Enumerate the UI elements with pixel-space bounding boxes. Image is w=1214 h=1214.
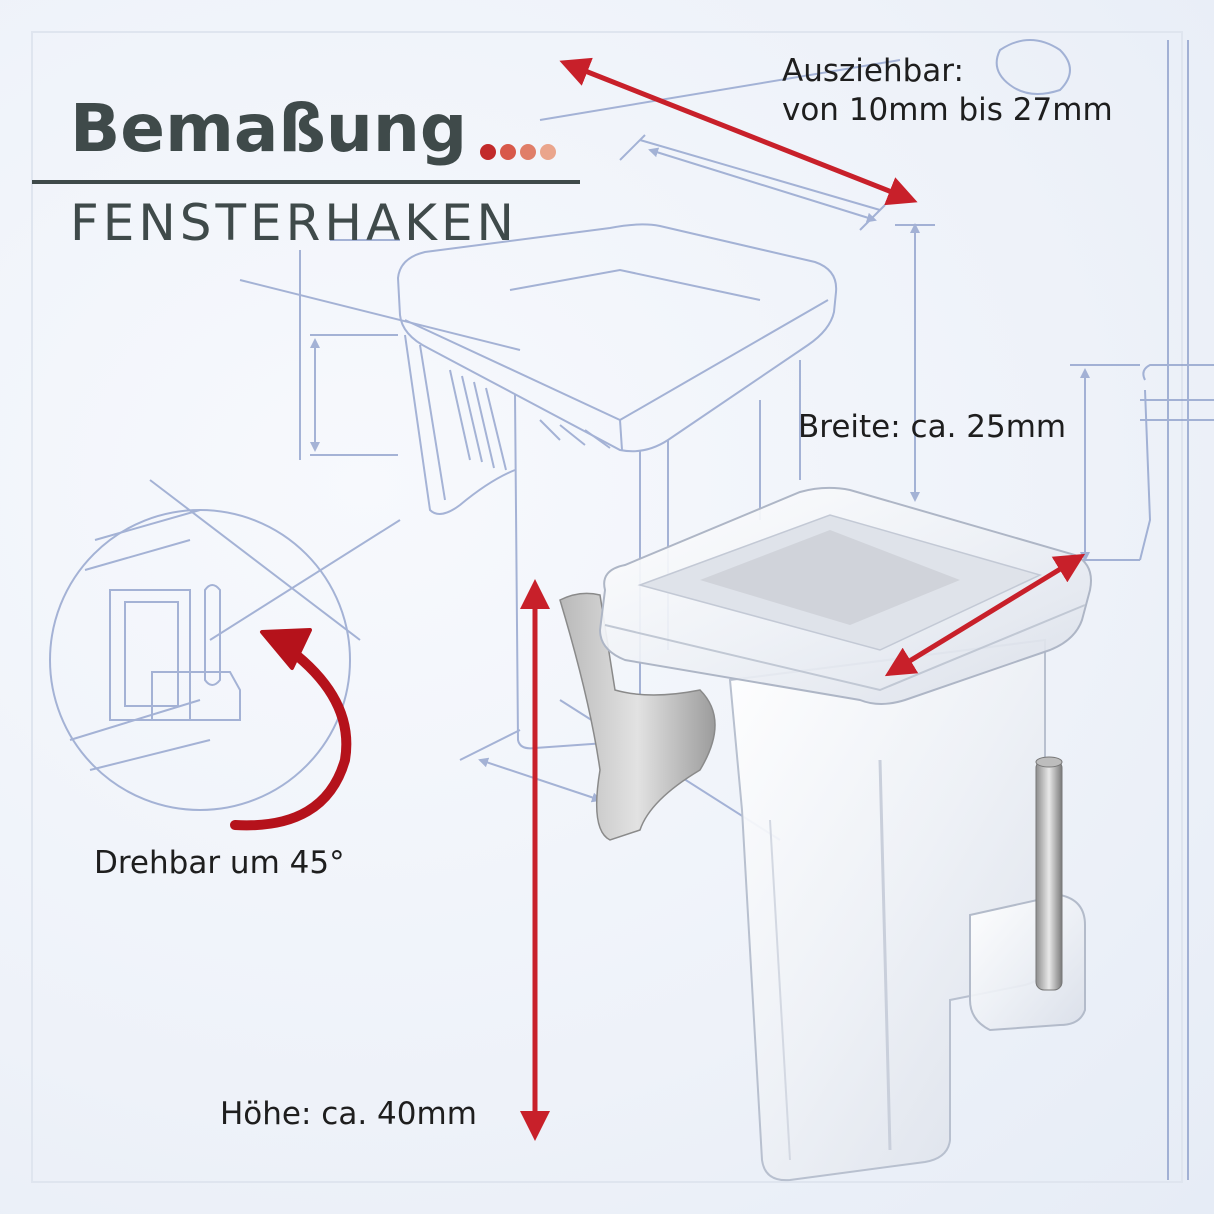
extendable-label-line2: von 10mm bis 27mm	[782, 91, 1113, 128]
dot-4	[540, 144, 556, 160]
width-label: Breite: ca. 25mm	[798, 409, 1067, 445]
dot-1	[480, 144, 496, 160]
extendable-label-line1: Ausziehbar:	[782, 53, 964, 89]
height-label: Höhe: ca. 40mm	[220, 1096, 477, 1132]
header: Bemaßung FENSTERHAKEN	[0, 78, 590, 268]
title-divider	[32, 180, 580, 184]
page-subtitle: FENSTERHAKEN	[70, 194, 518, 252]
dimension-arrows	[520, 57, 1086, 1141]
rotation-arrow	[230, 628, 352, 831]
dot-3	[520, 144, 536, 160]
rotation-label: Drehbar um 45°	[94, 845, 345, 881]
title-dots	[480, 144, 556, 160]
extendable-label: Ausziehbar: von 10mm bis 27mm	[782, 52, 1113, 130]
hook-product	[559, 486, 1092, 1182]
page-title: Bemaßung	[70, 90, 468, 167]
width-arrow	[884, 553, 1086, 677]
length-arrow	[559, 57, 918, 206]
dot-2	[500, 144, 516, 160]
